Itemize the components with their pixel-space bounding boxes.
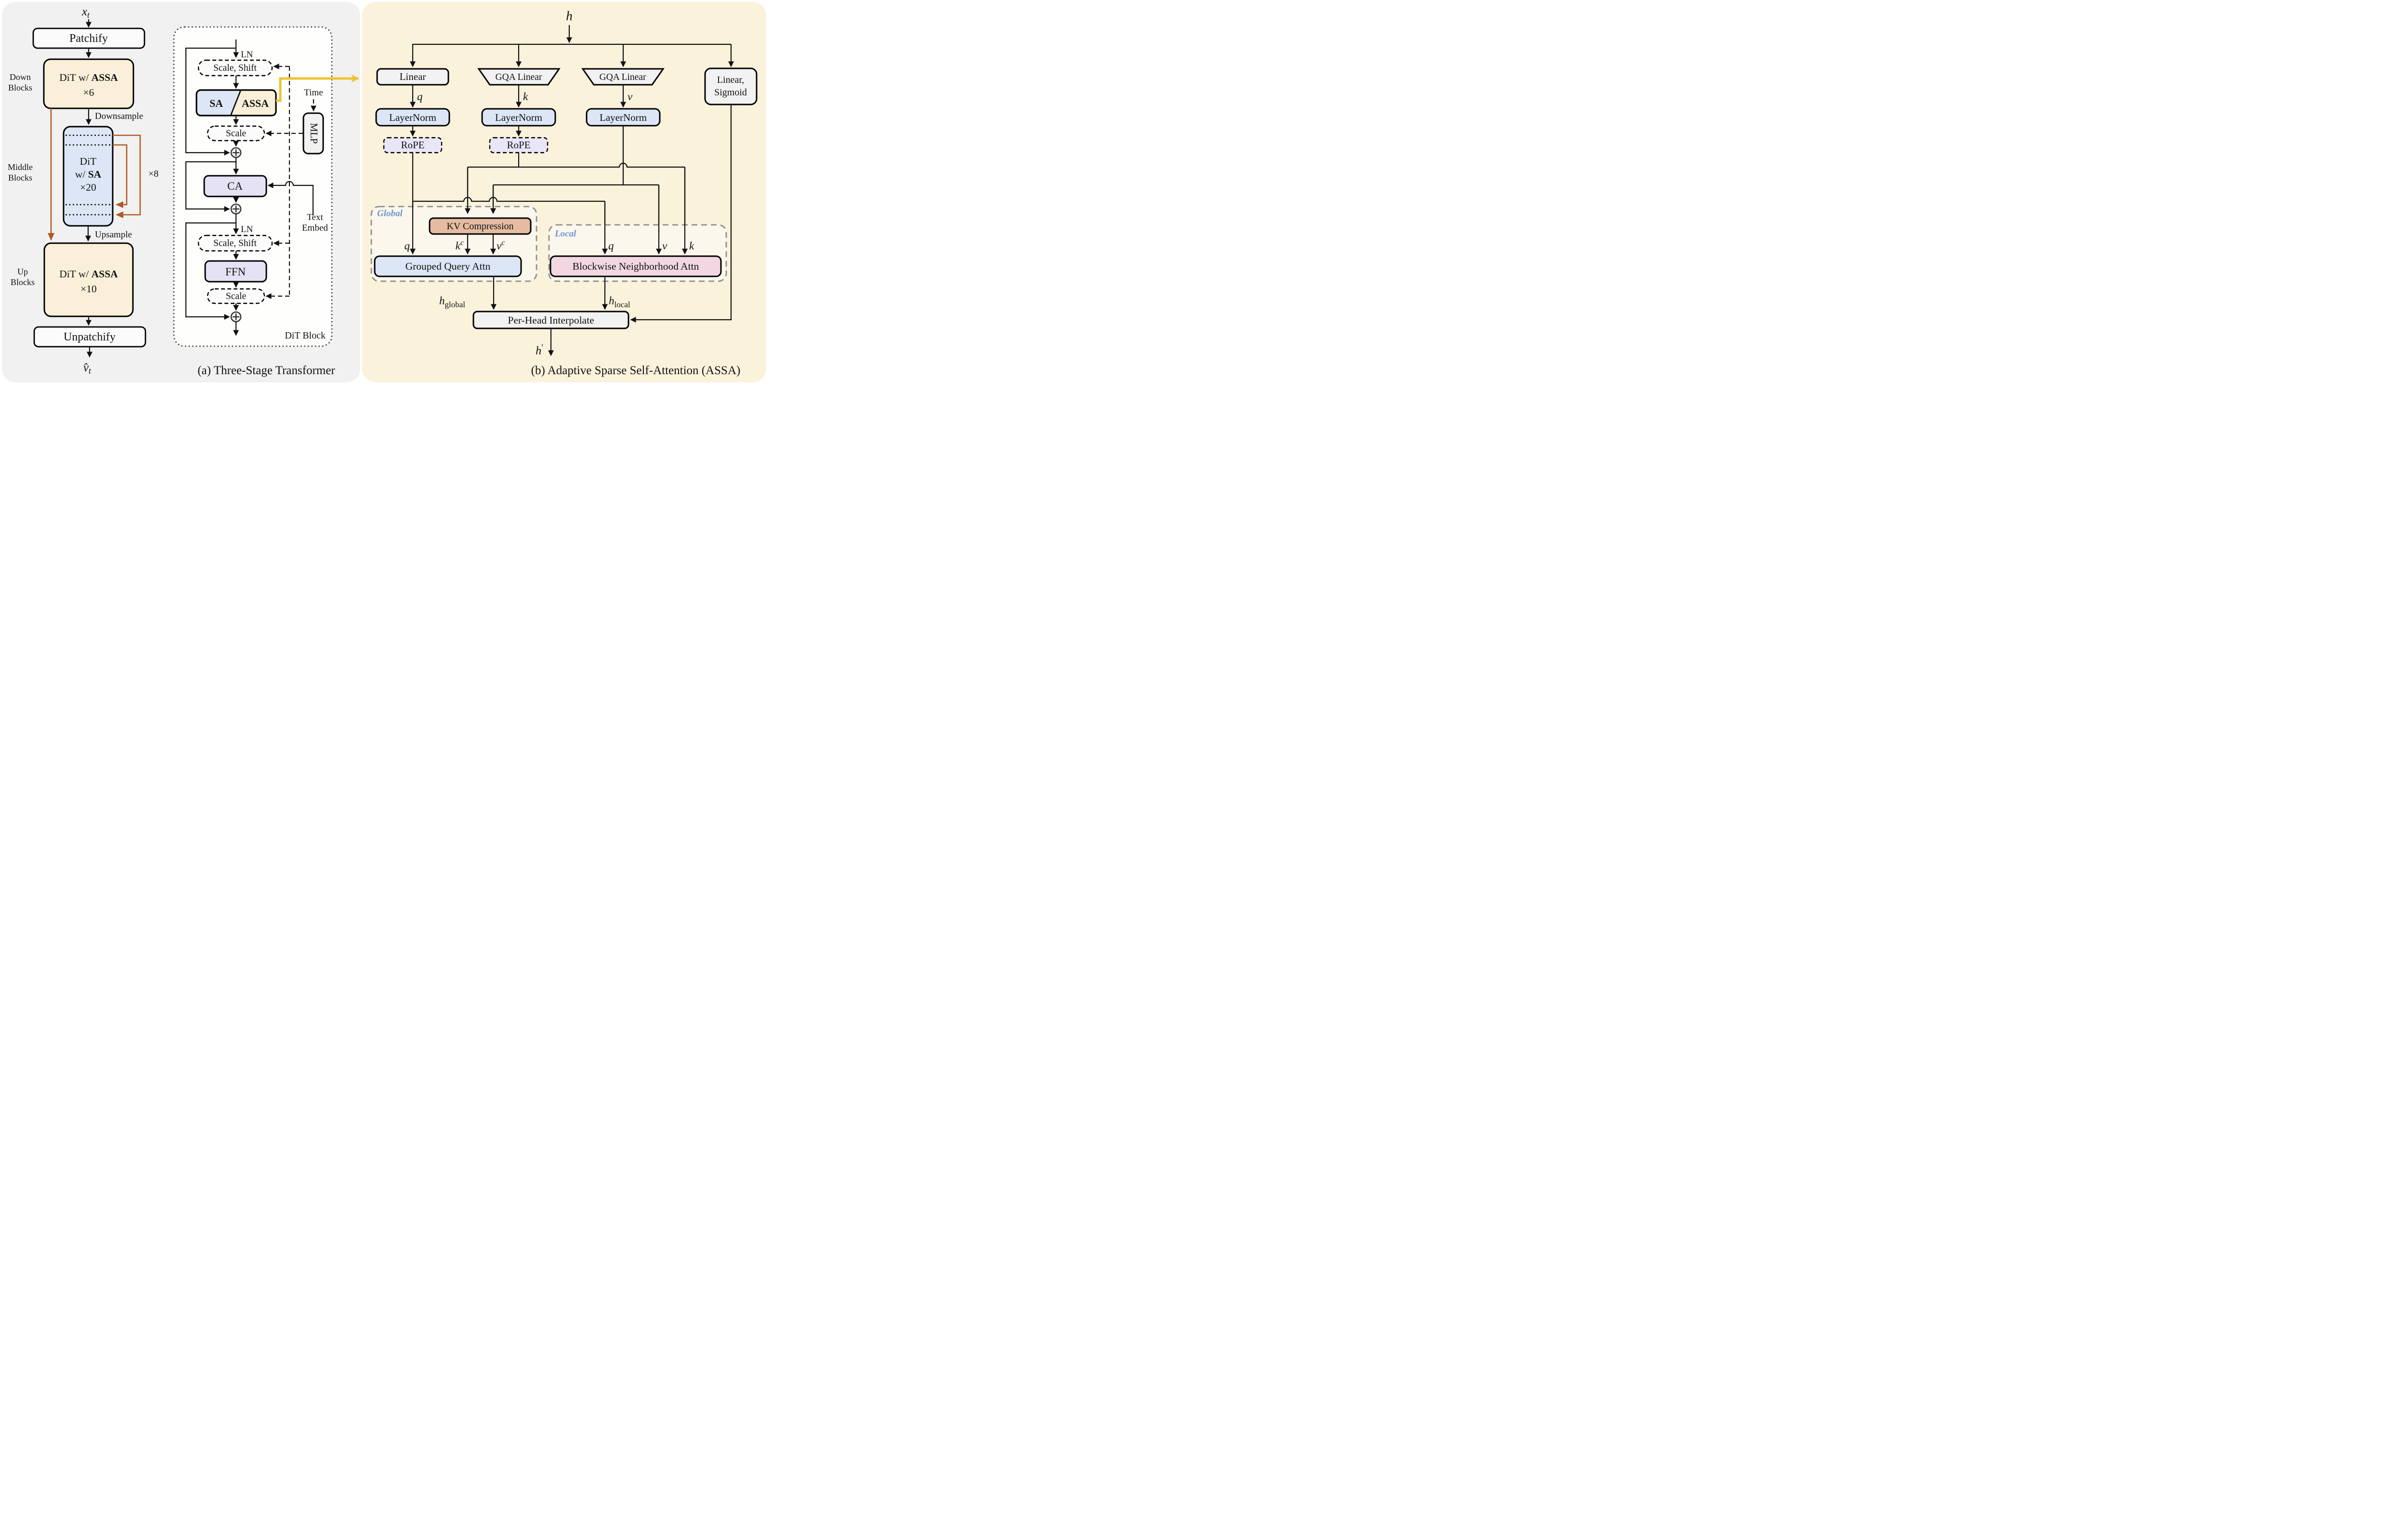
middle-block-loop-arrows [113,134,141,218]
up-blocks-label2: Blocks [11,277,35,287]
scale1-box [207,125,265,142]
kc-label: kc [456,239,464,252]
scale-shift1-box [197,59,273,77]
dit-block-label: DiT Block [285,330,326,341]
gqa-linear-k-box [477,68,561,86]
ln2-label: LN [241,224,253,234]
downsample-label: Downsample [95,111,143,121]
linear-sigmoid-box [704,67,758,105]
down-dit-assa-box [43,58,134,109]
time-label: Time [304,88,323,98]
linear-q-label: Linear [400,71,426,82]
linear-sigmoid-label: Linear, [717,75,744,85]
per-head-interpolate-label: Per-Head Interpolate [508,314,594,326]
gqa-linear-v-box [581,68,665,86]
assa-label: ASSA [242,97,269,109]
scale2-box [207,288,265,304]
up-dit-assa-label: DiT w/ ASSA [59,268,118,280]
global-group-label: Global [377,208,403,219]
output-h-prime-label: h′ [536,342,543,357]
scale1-label: Scale [226,129,246,139]
local-v-label: v [662,240,667,252]
up-dit-assa-count: ×10 [80,283,97,295]
down-blocks-label: Down [10,72,31,82]
unpatchify-label: Unpatchify [64,331,116,343]
middle-dit-label: DiT [80,156,97,167]
dit-block-diagram: LN Scale, Shift SA ASSA Scale [173,26,333,347]
blockwise-neighborhood-attn-label: Blockwise Neighborhood Attn [573,261,699,272]
assa-diagram: h Linear GQA Linear GQA Linear Linear, S… [370,9,758,357]
add-node-2 [230,203,242,215]
blockwise-neighborhood-attn-box [550,255,722,277]
sa-label: SA [209,97,223,109]
up-dit-assa-box [43,242,134,317]
gqa-linear-v-label: GQA Linear [600,72,646,82]
middle-blocks-label: Middle [8,162,33,172]
scale-shift2-label: Scale, Shift [213,238,257,248]
h-local-label: hlocal [609,295,630,309]
rope-k-label: RoPE [507,139,530,151]
grouped-query-attn-box [374,255,522,277]
linear-sigmoid-label2: Sigmoid [714,87,747,98]
upsample-label: Upsample [95,230,132,240]
gqa-linear-k-label: GQA Linear [496,72,542,82]
scale-shift1-label: Scale, Shift [213,63,257,73]
scale2-label: Scale [226,291,246,301]
rope-q-label: RoPE [401,139,424,151]
down-dit-assa-label: DiT w/ ASSA [59,72,118,83]
three-stage-transformer-flow: xt Patchify DiT w/ ASSA ×6 Down Blocks D… [8,5,158,376]
local-k-label: k [689,240,694,252]
wires-over-groups [410,167,688,255]
figure: xt Patchify DiT w/ ASSA ×6 Down Blocks D… [0,0,768,384]
ffn-label: FFN [225,266,246,278]
caption-b: (b) Adaptive Sparse Self-Attention (ASSA… [531,364,741,377]
k-var-label: k [523,91,528,103]
middle-blocks-label2: Blocks [8,173,32,182]
cross-attention-label: CA [227,180,243,192]
add-node-3 [230,311,242,323]
input-xt-label: xt [81,5,90,20]
layernorm-q-label: LayerNorm [389,112,436,123]
output-vt-label: v̂t [83,361,92,376]
vc-label: vc [497,239,505,252]
kv-compression-box [429,217,532,235]
middle-count-label: ×20 [80,182,96,193]
scale-shift2-box [197,234,273,252]
local-q-label: q [608,240,614,252]
v-var-label: v [628,91,633,103]
cross-attention-box [203,175,267,197]
layernorm-v-label: LayerNorm [600,112,647,123]
mlp-box [302,112,324,155]
grouped-query-attn-label: Grouped Query Attn [406,261,491,272]
down-blocks-label2: Blocks [8,83,32,92]
global-q-label: q [405,240,410,252]
loop-count-label: ×8 [148,169,158,179]
sa-assa-box: SA ASSA [196,89,277,117]
local-group-label: Local [554,229,576,239]
kv-compression-label: KV Compression [446,221,513,232]
middle-sa-label: w/ SA [75,169,102,180]
down-dit-assa-count: ×6 [83,87,94,98]
q-var-label: q [417,91,423,103]
layernorm-k-label: LayerNorm [495,112,542,123]
text-embed-label: Text [307,212,323,222]
ln1-label: LN [241,50,253,60]
caption-a: (a) Three-Stage Transformer [197,364,335,377]
input-h-label: h [566,9,573,23]
middle-block-dotted-separators [65,134,111,216]
add-node-1 [230,147,242,158]
assa-expansion-arrow [276,74,359,102]
up-blocks-label: Up [17,267,28,276]
h-global-label: hglobal [439,295,465,309]
conditioning-dashed-lines [265,64,303,299]
patchify-label: Patchify [69,32,108,45]
text-embed-label2: Embed [302,223,328,233]
panel-b-background [362,2,766,382]
mlp-label: MLP [308,123,320,143]
